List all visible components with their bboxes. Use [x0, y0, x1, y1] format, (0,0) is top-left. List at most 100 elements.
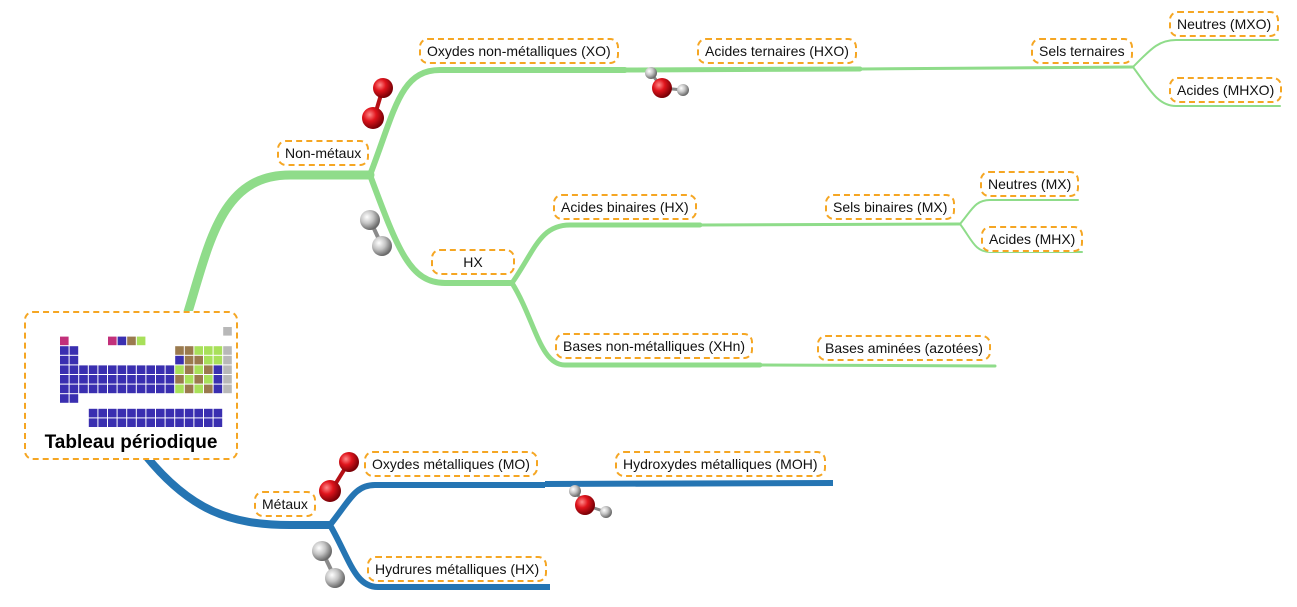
periodic-table-thumbnail [60, 327, 232, 427]
periodic-table-cell [165, 384, 175, 394]
branch-oxydes-to-acides-ternaires [622, 66, 863, 73]
periodic-table-cell [204, 384, 213, 394]
periodic-table-cell [184, 346, 194, 355]
periodic-table-cell [79, 384, 88, 394]
branch-bases-to-bases-aminees [758, 363, 997, 368]
periodic-table-cell [204, 355, 213, 365]
periodic-table-cell [60, 365, 69, 374]
water-molecule-icon [569, 485, 612, 518]
periodic-table-cell [165, 375, 175, 384]
periodic-table-cell [108, 336, 117, 346]
periodic-table-cell [156, 418, 165, 427]
periodic-table-cell [156, 384, 165, 394]
periodic-table-cell [136, 408, 146, 418]
branch-oxydes-to-hydroxydes [544, 480, 834, 487]
periodic-table-cell [223, 375, 232, 384]
periodic-table-cell [146, 418, 155, 427]
periodic-table-cell [194, 418, 203, 427]
node-non-metaux[interactable]: Non-métaux [277, 140, 370, 166]
periodic-table-cell [98, 375, 107, 384]
periodic-table-cell [79, 365, 88, 374]
periodic-table-cell [184, 418, 194, 427]
periodic-table-cell [213, 408, 223, 418]
periodic-table-cell [213, 346, 223, 355]
periodic-table-cell [88, 384, 98, 394]
periodic-table-cell [223, 355, 232, 365]
periodic-table-cell [175, 346, 184, 355]
node-acides-mhx[interactable]: Acides (MHX) [981, 226, 1084, 252]
node-oxydes-non-metalliques[interactable]: Oxydes non-métalliques (XO) [419, 38, 619, 64]
h2-molecule-icon [360, 210, 392, 256]
periodic-table-cell [117, 375, 127, 384]
periodic-table-cell [117, 418, 127, 427]
periodic-table-cell [69, 384, 79, 394]
periodic-table-cell [117, 408, 127, 418]
periodic-table-cell [194, 355, 203, 365]
periodic-table-cell [175, 384, 184, 394]
periodic-table-cell [69, 375, 79, 384]
branch-hx-to-acides-binaires [509, 222, 703, 286]
periodic-table-cell [98, 418, 107, 427]
branch-hx-to-bases [509, 280, 763, 368]
periodic-table-cell [213, 384, 223, 394]
periodic-table-cell [136, 365, 146, 374]
periodic-table-cell [60, 346, 69, 355]
node-hydrures-metalliques[interactable]: Hydrures métalliques (HX) [367, 556, 548, 582]
periodic-table-cell [194, 375, 203, 384]
node-bases-aminees[interactable]: Bases aminées (azotées) [817, 335, 991, 361]
node-neutres-mx[interactable]: Neutres (MX) [980, 171, 1080, 197]
periodic-table-cell [127, 365, 136, 374]
periodic-table-cell [117, 384, 127, 394]
periodic-table-cell [69, 346, 79, 355]
periodic-table-cell [117, 336, 127, 346]
branch-root-to-non-metaux [183, 170, 375, 317]
periodic-table-cell [165, 418, 175, 427]
periodic-table-cell [108, 408, 117, 418]
periodic-table-cell [184, 408, 194, 418]
periodic-table-cell [88, 365, 98, 374]
node-metaux[interactable]: Métaux [254, 491, 316, 517]
periodic-table-cell [165, 365, 175, 374]
periodic-table-cell [146, 408, 155, 418]
node-hydroxydes-metalliques[interactable]: Hydroxydes métalliques (MOH) [615, 451, 826, 477]
periodic-table-cell [175, 365, 184, 374]
root-node[interactable]: Tableau périodique [24, 311, 238, 460]
periodic-table-cell [146, 365, 155, 374]
periodic-table-cell [156, 408, 165, 418]
periodic-table-cell [60, 384, 69, 394]
node-acides-binaires[interactable]: Acides binaires (HX) [553, 194, 697, 220]
periodic-table-cell [175, 375, 184, 384]
branch-non-metaux-to-oxydes [367, 67, 628, 178]
periodic-table-cell [223, 365, 232, 374]
periodic-table-cell [223, 346, 232, 355]
node-acides-ternaires[interactable]: Acides ternaires (HXO) [697, 38, 857, 64]
periodic-table-cell [184, 375, 194, 384]
branch-sels-to-acides-mhxo [1132, 66, 1281, 107]
node-bases-non-metalliques[interactable]: Bases non-métalliques (XHn) [555, 333, 754, 359]
node-acides-mhxo[interactable]: Acides (MHXO) [1169, 77, 1283, 103]
periodic-table-cell [204, 346, 213, 355]
periodic-table-cell [156, 375, 165, 384]
branch-root-to-metaux [142, 453, 330, 529]
periodic-table-cell [194, 408, 203, 418]
node-sels-ternaires[interactable]: Sels ternaires [1031, 38, 1133, 64]
periodic-table-cell [156, 365, 165, 374]
periodic-table-cell [213, 355, 223, 365]
branch-sels-to-neutres-mxo [1132, 39, 1279, 68]
branch-acides-ternaires-to-sels [858, 65, 1135, 71]
periodic-table-cell [127, 336, 136, 346]
h2-molecule-icon [312, 541, 345, 588]
node-neutres-mxo[interactable]: Neutres (MXO) [1169, 11, 1280, 37]
periodic-table-cell [60, 375, 69, 384]
branch-metaux-to-hydrures [327, 523, 550, 590]
periodic-table-cell [136, 418, 146, 427]
node-sels-binaires[interactable]: Sels binaires (MX) [825, 194, 956, 220]
periodic-table-cell [136, 336, 146, 346]
node-oxydes-metalliques[interactable]: Oxydes métalliques (MO) [364, 451, 538, 477]
periodic-table-cell [204, 365, 213, 374]
periodic-table-cell [108, 418, 117, 427]
periodic-table-cell [223, 384, 232, 394]
branch-non-metaux-to-hx [367, 172, 515, 286]
node-hx[interactable]: HX [431, 249, 515, 275]
